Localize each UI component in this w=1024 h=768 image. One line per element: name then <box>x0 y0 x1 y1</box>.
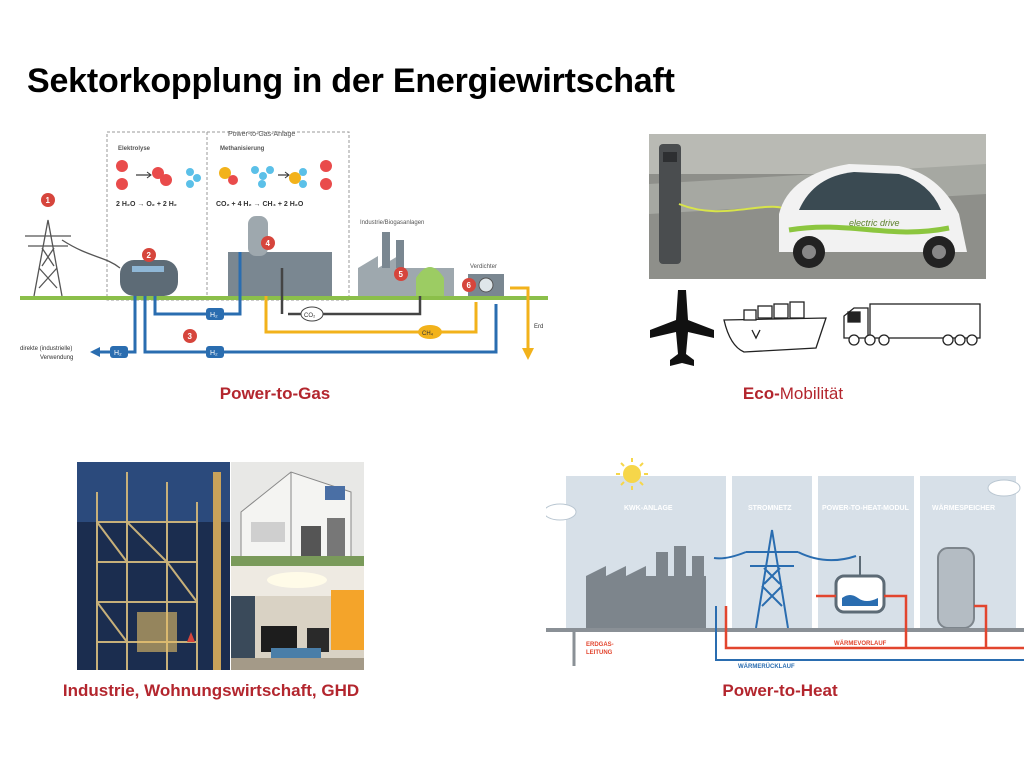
ch4-pipelines <box>264 286 530 350</box>
car-text: electric drive <box>849 218 900 228</box>
ch4-tag: CH₄ <box>422 331 434 337</box>
step-1: 1 <box>46 196 51 205</box>
co2-pipelines <box>280 268 422 316</box>
transmission-pylon-icon <box>713 529 857 629</box>
h2-tag-1: H₂ <box>210 312 218 319</box>
sun-icon <box>616 458 648 490</box>
kwk-factory-icon <box>586 546 706 628</box>
heat-storage-icon <box>937 547 975 629</box>
molecule-icons <box>116 160 332 190</box>
co2-tag: CO₂ <box>304 313 316 319</box>
ship-icon <box>723 301 827 353</box>
erdgas-label-2: LEITUNG <box>586 650 613 656</box>
p2h-module-icon <box>834 556 886 614</box>
industrial-plant-photo <box>77 462 230 670</box>
ground-line <box>546 628 1024 632</box>
vorlauf-label: WÄRMEVORLAUF <box>834 640 887 647</box>
airplane-icon <box>650 290 714 366</box>
step-3: 3 <box>188 332 193 341</box>
ruecklauf-label: WÄRMERÜCKLAUF <box>738 663 795 670</box>
verdichter-label: Verdichter <box>470 264 497 270</box>
caption-power-to-heat: Power-to-Heat <box>722 681 838 700</box>
h2-pipelines <box>95 252 498 354</box>
step-6: 6 <box>467 281 472 290</box>
power-to-heat-diagram: KWK-ANLAGE STROMNETZ POWER-TO-HEAT-MODUL… <box>546 456 1024 674</box>
verwendung-label: Verwendung <box>40 355 73 361</box>
electrolyser-tank-icon <box>120 260 178 296</box>
caption-power-to-gas: Power-to-Gas <box>219 384 331 403</box>
power-to-gas-diagram: Power-to-Gas-Anlage Elektrolyse Methanis… <box>20 128 548 378</box>
speicher-label: WÄRMESPEICHER <box>932 504 995 512</box>
erd-label: Erd <box>534 324 543 330</box>
office-interior-photo <box>231 566 364 670</box>
industrie-label: Industrie/Biogasanlagen <box>360 220 424 226</box>
equation-elektrolyse: 2 H₂O → O₂ + 2 H₂ <box>116 201 177 208</box>
methanisierung-label: Methanisierung <box>220 146 265 152</box>
house-interior-photo <box>231 462 364 566</box>
transport-icons <box>648 286 984 370</box>
equation-methanisierung: CO₂ + 4 H₂ → CH₄ + 2 H₂O <box>216 201 304 208</box>
h2-tag-3: H₂ <box>114 350 122 357</box>
ground-line <box>20 296 548 300</box>
caption-industrie: Industrie, Wohnungswirtschaft, GHD <box>62 681 360 700</box>
kwk-label: KWK-ANLAGE <box>624 505 673 512</box>
return-flow-pipes <box>715 606 1024 661</box>
step-5: 5 <box>399 270 404 279</box>
caption-eco-rest: Mobilität <box>779 384 844 403</box>
slide-title: Sektorkopplung in der Energiewirtschaft <box>27 62 675 100</box>
electric-car-icon: electric drive <box>779 164 967 268</box>
plant-label: Power-to-Gas-Anlage <box>228 131 295 138</box>
step-2: 2 <box>147 251 152 260</box>
power-pylon-icon <box>25 219 121 297</box>
elektrolyse-label: Elektrolyse <box>118 146 151 152</box>
cloud-icon <box>546 479 1021 521</box>
stromnetz-label: STROMNETZ <box>748 505 792 512</box>
caption-eco-bold: Eco- <box>742 384 780 403</box>
modul-label: POWER-TO-HEAT-MODUL <box>822 505 910 512</box>
heat-flow-pipes <box>724 594 1024 650</box>
direkte-label: direkte (industrielle) <box>20 346 72 352</box>
erdgas-label-1: ERDGAS- <box>586 642 614 648</box>
industry-plant-icon <box>358 232 454 296</box>
step-4: 4 <box>266 239 271 248</box>
electric-car-photo: electric drive <box>649 134 986 279</box>
h2-tag-2: H₂ <box>210 350 218 357</box>
truck-icon <box>843 303 981 346</box>
methanisation-building-icon <box>228 252 332 296</box>
caption-eco-mobilitaet: Eco-Mobilität <box>700 384 886 404</box>
charging-station-icon <box>659 144 681 264</box>
